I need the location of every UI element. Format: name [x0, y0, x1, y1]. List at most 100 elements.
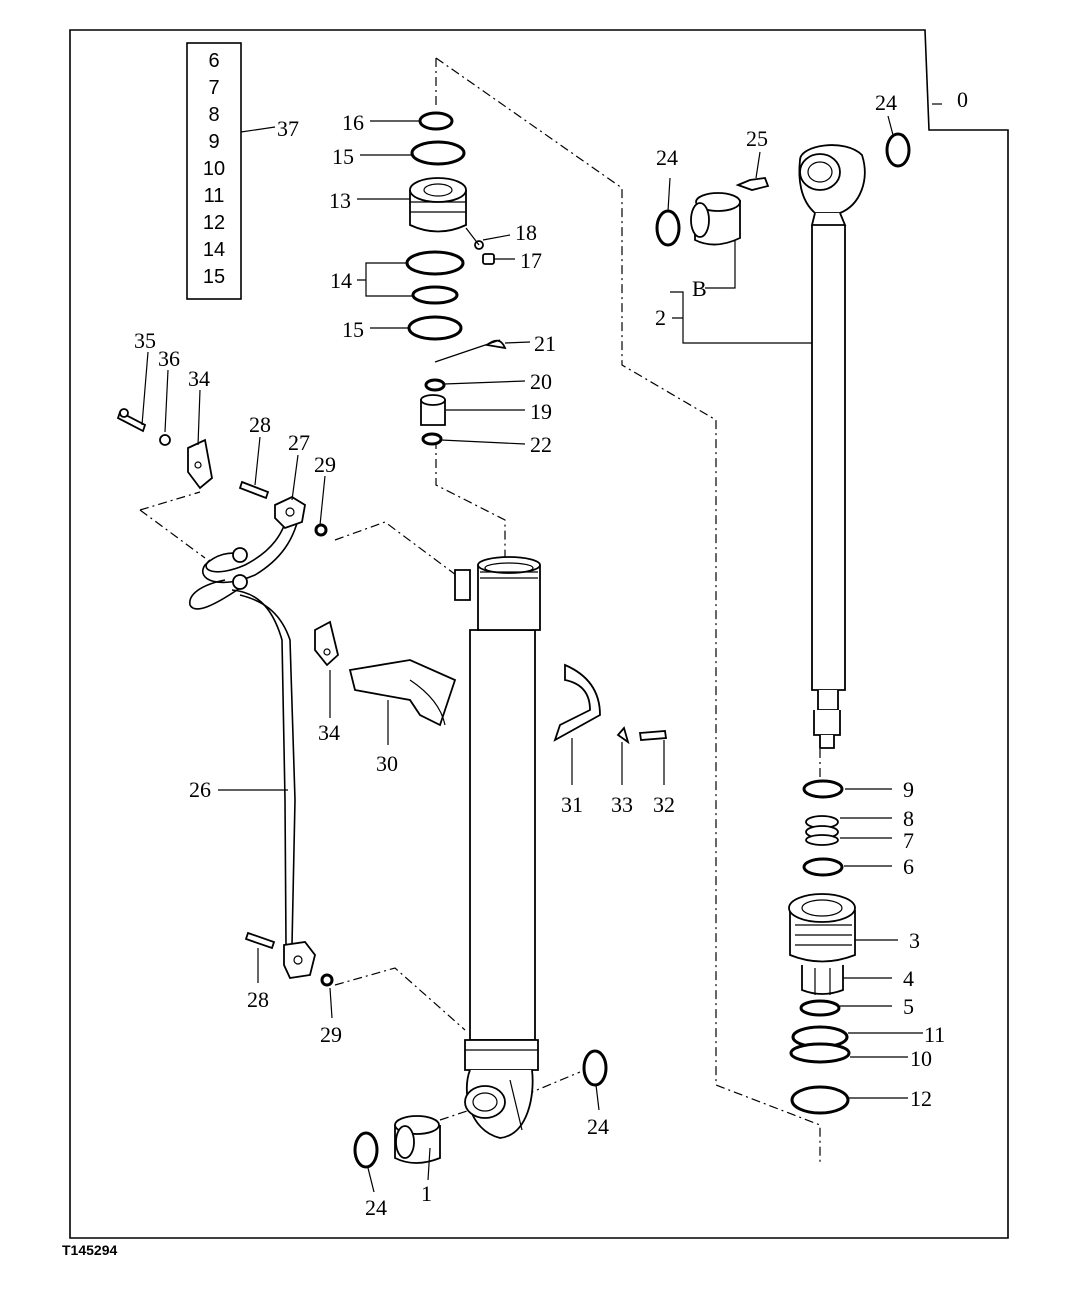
callout-37: 37: [277, 116, 299, 141]
callout-15-upper: 15: [332, 144, 354, 169]
tube-lines: [189, 504, 301, 946]
bolt-28-upper: [238, 480, 270, 500]
kit-item: 9: [208, 131, 219, 153]
callout-10: 10: [910, 1046, 932, 1071]
oring-29-lower: [320, 973, 334, 987]
callout-21: 21: [534, 331, 556, 356]
callout-24-upper-left: 24: [656, 145, 678, 170]
grease-fitting-25: [735, 177, 770, 191]
washer-36: [159, 434, 171, 446]
seal-24-left: [353, 1131, 379, 1169]
ring-20: [424, 378, 446, 392]
callout-31: 31: [561, 792, 583, 817]
callout-24-upper-right: 24: [875, 90, 897, 115]
kit-item: 15: [203, 266, 225, 288]
ring-9: [802, 779, 844, 799]
bolt-32: [638, 730, 668, 741]
ring-15-lower: [407, 315, 463, 341]
kit-item: 8: [208, 104, 219, 126]
clamp-34-lower: [314, 620, 340, 667]
ring-6: [802, 857, 844, 877]
seal-24-upper-left: [655, 209, 681, 247]
callout-B: B: [692, 276, 707, 301]
callout-7: 7: [903, 828, 914, 853]
ring-5: [799, 999, 841, 1017]
bolt-28-lower: [244, 931, 276, 950]
callout-1: 1: [421, 1181, 432, 1206]
callout-35: 35: [134, 328, 156, 353]
callout-6: 6: [903, 854, 914, 879]
seal-24-right: [582, 1049, 608, 1087]
callout-18: 18: [515, 220, 537, 245]
ring-15-top: [410, 140, 466, 166]
kit-item: 12: [203, 212, 225, 234]
callout-30: 30: [376, 751, 398, 776]
seal-14-lower: [411, 285, 459, 305]
callout-12: 12: [910, 1086, 932, 1111]
cylinder-barrel: [454, 556, 541, 1139]
callouts: 0 37 16 15 13 18 17 14 15 21 20 19 22 2 …: [134, 87, 968, 1220]
frame-border: [69, 29, 1009, 1239]
callout-9: 9: [903, 777, 914, 802]
callout-3: 3: [909, 928, 920, 953]
callout-2: 2: [655, 305, 666, 330]
oring-29-upper: [314, 523, 328, 537]
seal-24-upper-right: [885, 132, 911, 168]
callout-24-bottom-right: 24: [587, 1114, 609, 1139]
bracket-30: [348, 659, 457, 727]
callout-36: 36: [158, 346, 180, 371]
callout-29-lower: 29: [320, 1022, 342, 1047]
callout-0: 0: [957, 87, 968, 112]
gland-13: [409, 177, 467, 233]
kit-item: 14: [203, 239, 225, 261]
collar-19: [420, 394, 446, 426]
callout-24-bottom-left: 24: [365, 1195, 387, 1220]
callout-20: 20: [530, 369, 552, 394]
ring-12: [790, 1085, 850, 1115]
band-31: [553, 663, 601, 742]
bushing-B: [690, 192, 741, 246]
callout-27: 27: [288, 430, 310, 455]
flange-lower: [283, 941, 316, 979]
setscrew-17: [482, 253, 495, 265]
bushing-1: [394, 1115, 441, 1164]
kit-list: 6 7 8 9 10 11 12 14 15: [203, 50, 225, 288]
kit-item: 7: [208, 77, 219, 99]
callout-22: 22: [530, 432, 552, 457]
clamp-34-upper: [187, 438, 213, 490]
callout-16: 16: [342, 110, 364, 135]
leader-lines: [141, 103, 942, 1193]
washer-33: [616, 726, 630, 745]
callout-4: 4: [903, 966, 914, 991]
callout-26: 26: [189, 777, 211, 802]
seal-14-upper: [405, 250, 465, 276]
callout-8: 8: [903, 806, 914, 831]
ring-16: [418, 111, 454, 131]
ring-10: [789, 1042, 851, 1064]
kit-box: [186, 42, 242, 300]
callout-34-upper: 34: [188, 366, 210, 391]
callout-14: 14: [330, 268, 352, 293]
callout-28-lower: 28: [247, 987, 269, 1012]
callout-34-lower: 34: [318, 720, 340, 745]
kit-item: 6: [208, 50, 219, 72]
seal-8-7: [805, 815, 839, 846]
kit-item: 11: [204, 185, 225, 207]
callout-13: 13: [329, 188, 351, 213]
callout-15-lower: 15: [342, 317, 364, 342]
bolt-35: [116, 408, 147, 433]
callout-32: 32: [653, 792, 675, 817]
flange-27: [274, 495, 306, 530]
callout-19: 19: [530, 399, 552, 424]
nut-4: [801, 965, 844, 995]
callout-25: 25: [746, 126, 768, 151]
piston-rod: [798, 144, 866, 749]
ring-22: [421, 432, 443, 446]
callout-33: 33: [611, 792, 633, 817]
callout-11: 11: [924, 1022, 945, 1047]
callout-5: 5: [903, 994, 914, 1019]
piston-3: [788, 893, 856, 963]
figure-reference: T145294: [62, 1242, 117, 1258]
kit-item: 10: [203, 158, 225, 180]
